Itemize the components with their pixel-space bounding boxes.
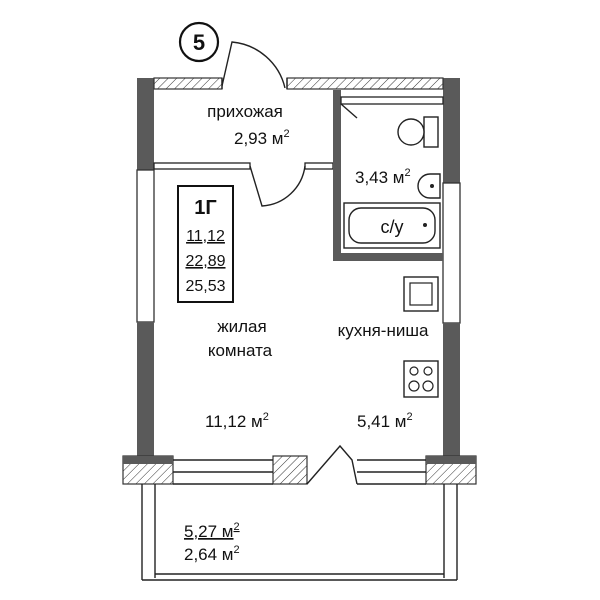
kitchen-area: 5,41 м2 [357, 411, 413, 431]
hallway-name: прихожая [207, 102, 283, 121]
bottom-wall [122, 444, 477, 485]
apartment-type: 1Г [194, 197, 216, 219]
balcony-area-full: 5,27 м2 [184, 521, 240, 541]
bathroom-walls [333, 90, 444, 261]
outer-walls [136, 78, 461, 457]
kitchen-name: кухня-ниша [338, 321, 429, 340]
entry-door [221, 41, 286, 89]
apartment-area-living: 11,12 [186, 228, 225, 245]
apartment-number-badge: 5 [178, 21, 220, 63]
apartment-area-with-balcony: 25,53 [185, 278, 225, 295]
hallway-partition [153, 162, 334, 207]
living-room-name-line2: комната [208, 341, 273, 360]
bathtub-icon [343, 202, 441, 249]
balcony [141, 484, 458, 581]
sink-icon [417, 173, 441, 199]
top-wall [153, 77, 444, 90]
apartment-info-box: 1Г 11,12 22,89 25,53 [177, 185, 234, 303]
stove-icon [403, 360, 439, 398]
fridge-icon [403, 276, 439, 312]
bathroom-area: 3,43 м2 [355, 167, 411, 187]
hallway-area: 2,93 м2 [234, 128, 290, 148]
bathroom-label: с/у [380, 217, 403, 237]
living-room-area: 11,12 м2 [205, 411, 269, 431]
living-room-name-line1: жилая [217, 317, 266, 336]
apartment-area-total: 22,89 [185, 253, 225, 270]
toilet-icon [397, 116, 439, 148]
apartment-number: 5 [193, 30, 205, 55]
balcony-area-reduced: 2,64 м2 [184, 544, 240, 564]
